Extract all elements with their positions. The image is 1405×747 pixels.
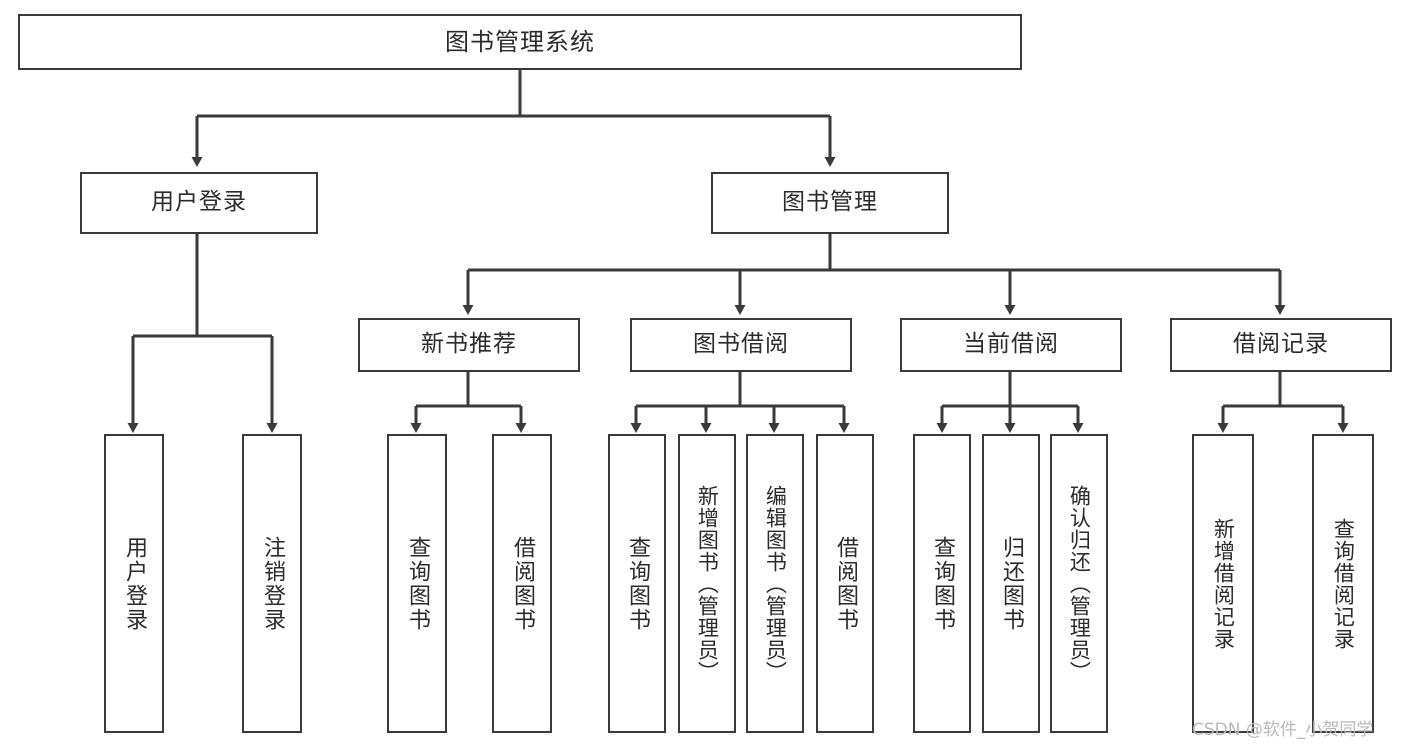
node-leaf-borrow-query-book-label: 查询图书 bbox=[624, 535, 650, 632]
node-root-system-label: 图书管理系统 bbox=[445, 27, 595, 56]
node-leaf-record-add[interactable]: 新增借阅记录 bbox=[1192, 434, 1254, 733]
node-user-login-label: 用户登录 bbox=[151, 189, 247, 216]
node-leaf-borrow-borrow-book[interactable]: 借阅图书 bbox=[816, 434, 874, 733]
node-leaf-logout[interactable]: 注销登录 bbox=[242, 434, 302, 733]
node-leaf-current-return-book-label: 归还图书 bbox=[998, 535, 1024, 632]
node-leaf-borrow-edit-book[interactable]: 编辑图书（管理员） bbox=[746, 434, 804, 733]
node-leaf-record-query-label: 查询借阅记录 bbox=[1331, 517, 1356, 650]
node-leaf-record-query[interactable]: 查询借阅记录 bbox=[1312, 434, 1374, 733]
node-leaf-borrow-query-book[interactable]: 查询图书 bbox=[608, 434, 666, 733]
node-current-borrow[interactable]: 当前借阅 bbox=[900, 318, 1122, 372]
node-leaf-record-add-label: 新增借阅记录 bbox=[1211, 517, 1236, 650]
csdn-watermark: CSDN @软件_小贺同学 bbox=[1192, 720, 1374, 740]
node-leaf-borrow-add-book-label: 新增图书（管理员） bbox=[695, 484, 720, 683]
node-book-borrow[interactable]: 图书借阅 bbox=[630, 318, 852, 372]
node-leaf-user-login-label: 用户登录 bbox=[121, 535, 147, 632]
node-current-borrow-label: 当前借阅 bbox=[963, 331, 1059, 358]
node-leaf-current-confirm-return[interactable]: 确认归还（管理员） bbox=[1050, 434, 1108, 733]
node-borrow-record[interactable]: 借阅记录 bbox=[1170, 318, 1392, 372]
node-leaf-current-confirm-return-label: 确认归还（管理员） bbox=[1067, 484, 1092, 683]
node-leaf-current-return-book[interactable]: 归还图书 bbox=[982, 434, 1040, 733]
node-leaf-borrow-borrow-book-label: 借阅图书 bbox=[832, 535, 858, 632]
node-book-management-label: 图书管理 bbox=[782, 189, 878, 216]
node-leaf-user-login[interactable]: 用户登录 bbox=[104, 434, 164, 733]
node-new-book-recommend[interactable]: 新书推荐 bbox=[358, 318, 580, 372]
node-root-system[interactable]: 图书管理系统 bbox=[18, 14, 1022, 70]
node-leaf-recommend-query-book[interactable]: 查询图书 bbox=[387, 434, 447, 733]
node-leaf-recommend-borrow-book[interactable]: 借阅图书 bbox=[492, 434, 552, 733]
node-book-borrow-label: 图书借阅 bbox=[693, 331, 789, 358]
node-book-management[interactable]: 图书管理 bbox=[711, 172, 949, 234]
node-leaf-current-query-book-label: 查询图书 bbox=[929, 535, 955, 632]
node-leaf-current-query-book[interactable]: 查询图书 bbox=[913, 434, 971, 733]
node-borrow-record-label: 借阅记录 bbox=[1233, 331, 1329, 358]
node-new-book-recommend-label: 新书推荐 bbox=[421, 331, 517, 358]
node-leaf-recommend-query-book-label: 查询图书 bbox=[404, 535, 430, 632]
node-leaf-borrow-add-book[interactable]: 新增图书（管理员） bbox=[678, 434, 736, 733]
node-leaf-recommend-borrow-book-label: 借阅图书 bbox=[509, 535, 535, 632]
node-leaf-borrow-edit-book-label: 编辑图书（管理员） bbox=[763, 484, 788, 683]
node-user-login[interactable]: 用户登录 bbox=[80, 172, 318, 234]
node-leaf-logout-label: 注销登录 bbox=[259, 535, 285, 632]
